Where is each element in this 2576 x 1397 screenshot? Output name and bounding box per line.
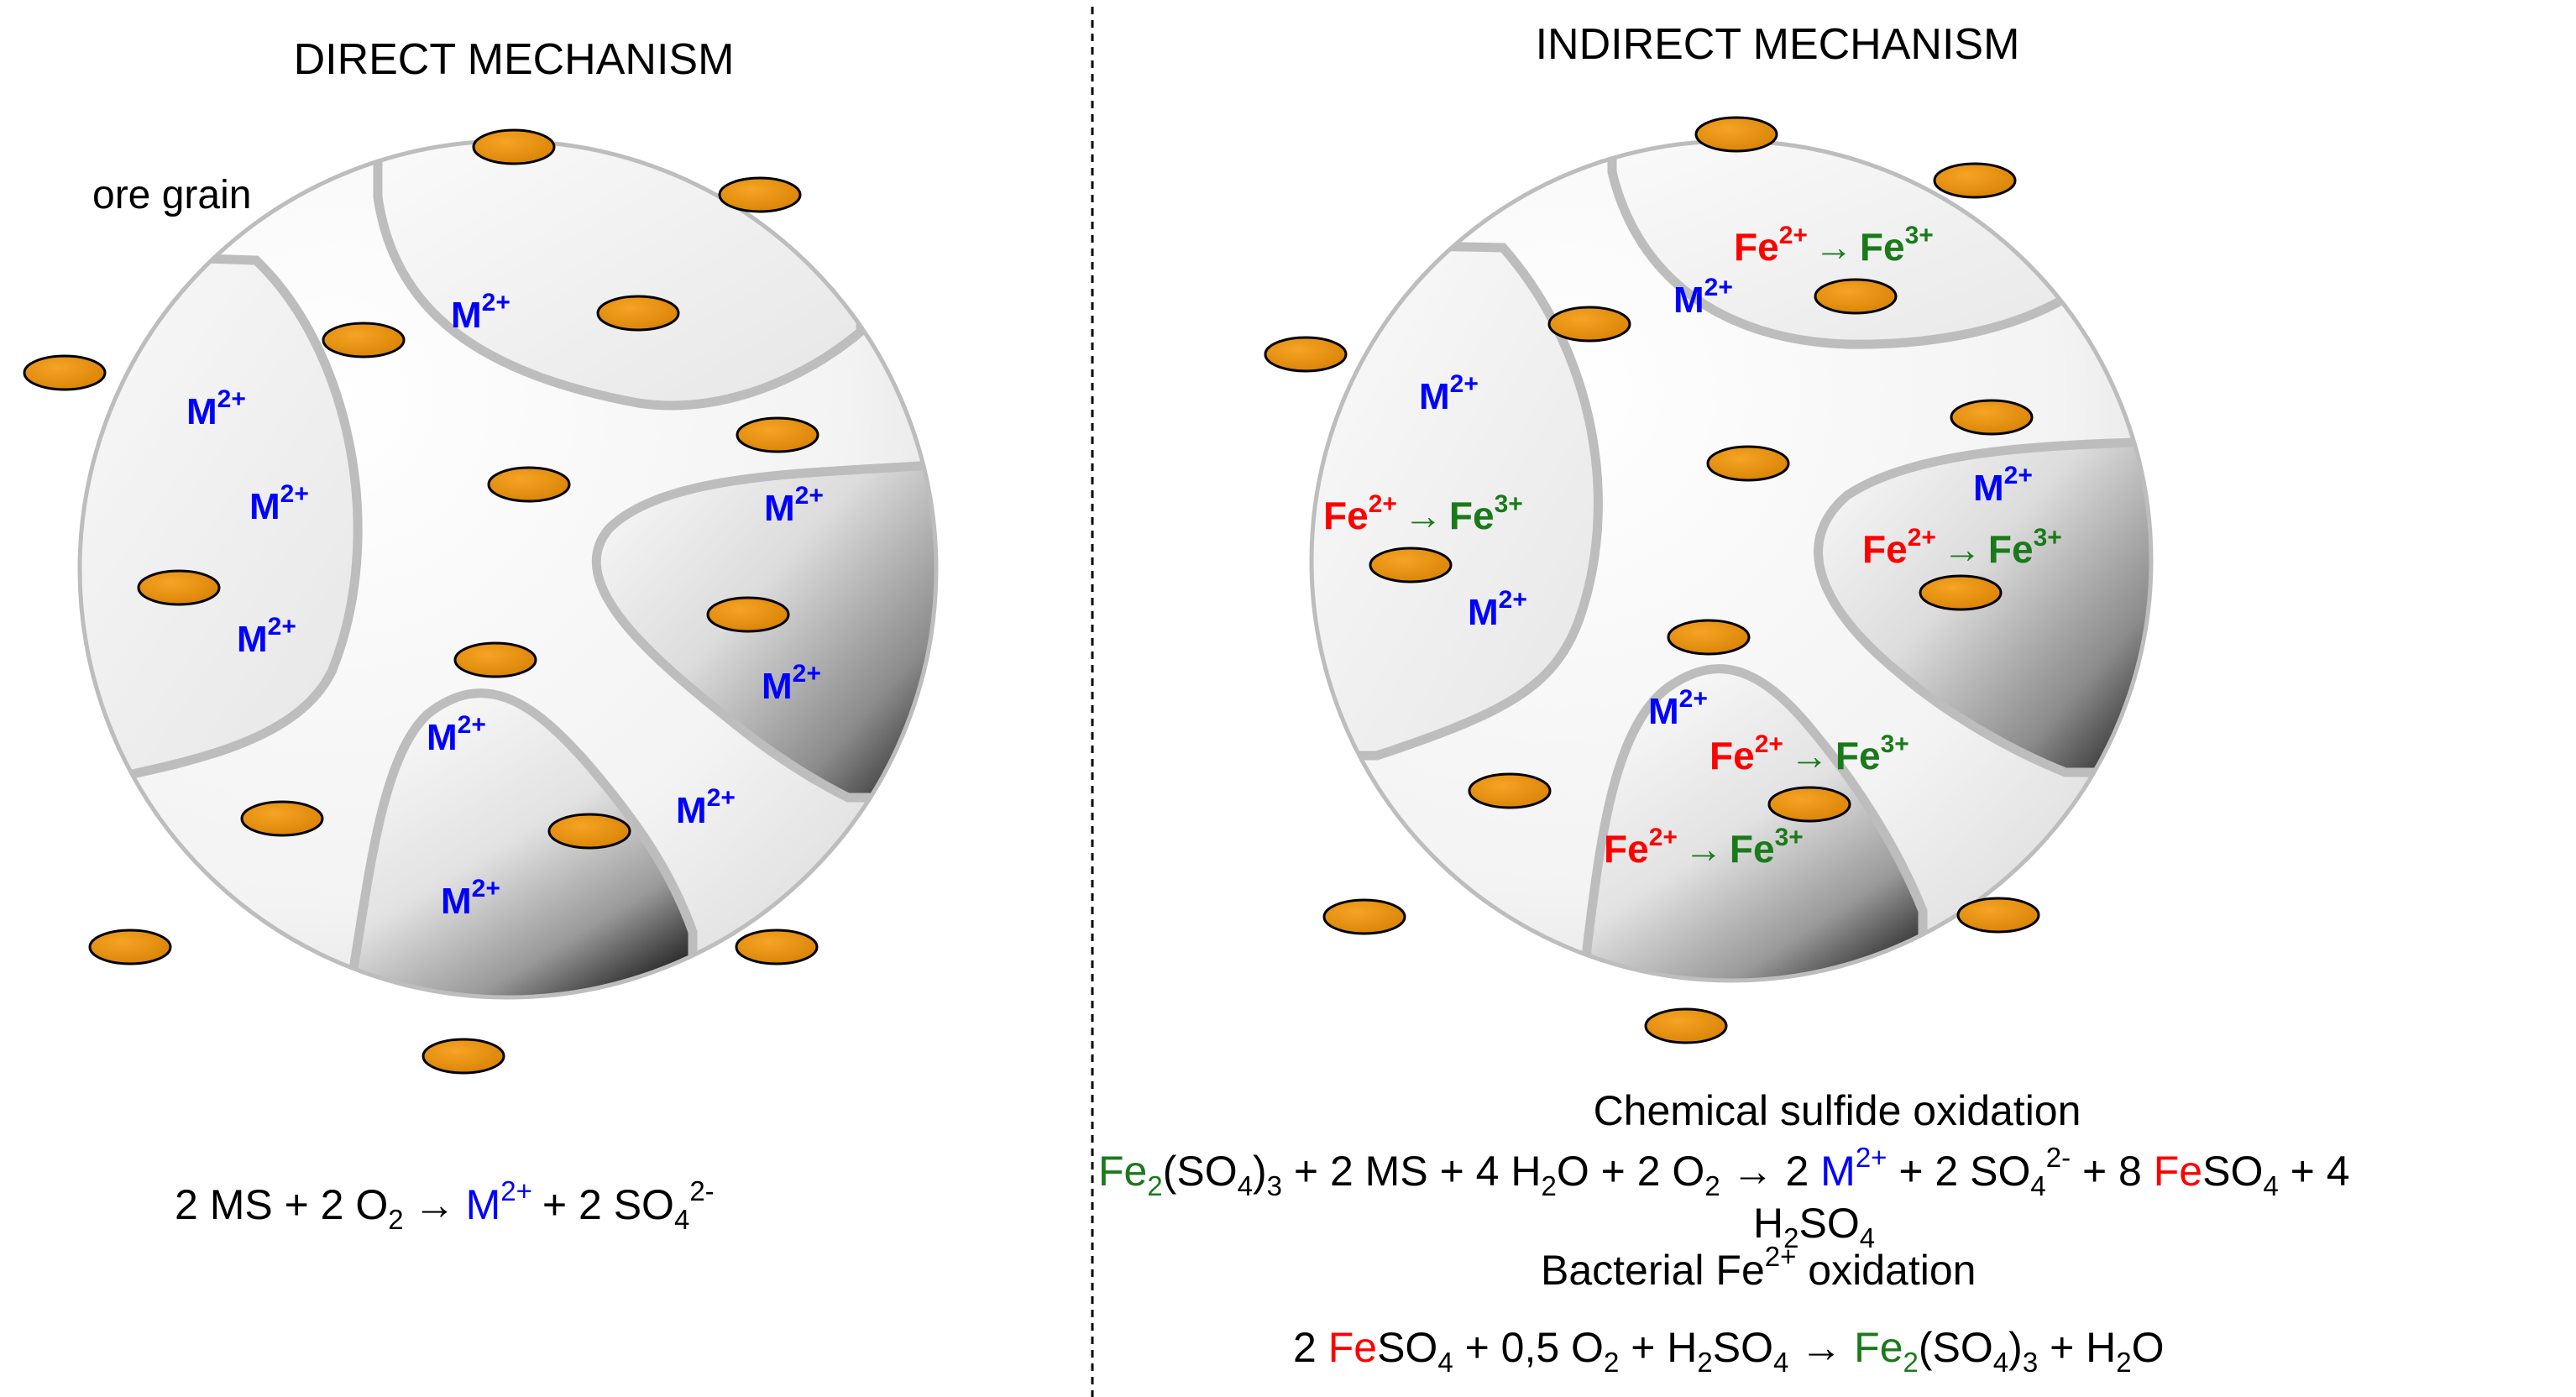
arrow-right-icon: → <box>1684 827 1723 871</box>
bacterium-icon <box>596 295 680 332</box>
arrow-right-icon: → <box>1404 494 1442 537</box>
metal-ion-label: M2+ <box>1973 462 2033 509</box>
bacterium-icon <box>421 1038 505 1075</box>
bacterium-icon <box>1950 399 2034 436</box>
arrow-right-icon: → <box>1814 225 1853 269</box>
metal-ion-label: M2+ <box>1419 370 1479 417</box>
grain-fragment <box>80 247 363 786</box>
ore-grain-left <box>77 139 939 1000</box>
bacterium-icon <box>487 466 571 503</box>
bacterium-icon <box>735 929 819 965</box>
metal-ion-label: M2+ <box>186 385 246 432</box>
metal-ion-label: M2+ <box>1673 274 1733 321</box>
metal-ion-label: M2+ <box>676 784 736 831</box>
bacterium-icon <box>1706 445 1790 482</box>
bacterium-icon <box>1369 547 1453 583</box>
grain-fragment <box>348 688 698 997</box>
iron-oxidation-label: Fe2+→Fe3+ <box>1323 490 1523 537</box>
chemical-oxidation-equation: Fe2(SO4)3 + 2 MS + 4 H2O + 2 O2 → 2 M2+ … <box>1098 1142 2350 1201</box>
iron-oxidation-label: Fe2+→Fe3+ <box>1709 730 1909 777</box>
bacterium-icon <box>718 176 802 213</box>
grain-fragment <box>1312 238 1603 761</box>
iron-oxidation-label: Fe2+→Fe3+ <box>1862 524 2062 571</box>
bacterium-icon <box>472 128 556 165</box>
bacterial-oxidation-equation: 2 FeSO4 + 0,5 O2 + H2SO4 → Fe2(SO4)3 + H… <box>1293 1324 2165 1378</box>
bacterium-icon <box>240 800 324 837</box>
bacterium-icon <box>547 813 631 850</box>
bacterium-icon <box>736 416 819 453</box>
direct-equation: 2 MS + 2 O2→M2++ 2 SO42- <box>175 1175 715 1235</box>
bacterium-icon <box>1919 574 2003 611</box>
bacterium-icon <box>137 569 221 606</box>
arrow-right-icon: → <box>1943 527 1982 571</box>
direct-panel: DIRECT MECHANISM ore grain M2+M2+M2+M2+M… <box>23 35 939 1235</box>
metal-ion-label: M2+ <box>764 482 824 529</box>
iron-oxidation-label: Fe2+→Fe3+ <box>1734 222 1934 269</box>
bacterium-icon <box>1322 898 1406 935</box>
chemical-oxidation-equation-line2: H2SO4 <box>1753 1200 1875 1253</box>
direct-title: DIRECT MECHANISM <box>294 35 735 84</box>
bacteria-indirect <box>1264 116 2040 1044</box>
indirect-title: INDIRECT MECHANISM <box>1536 20 2020 69</box>
metal-ion-label: M2+ <box>249 480 309 527</box>
metal-ions-direct: M2+ M2+ M2+ M2+ M2+ M2+ M2+ M2+ M2+ <box>186 289 824 922</box>
bacterium-icon <box>1956 897 2040 934</box>
grain-fragment <box>1582 664 1928 981</box>
bacterium-icon <box>23 354 107 391</box>
grain-fragment <box>1814 436 2151 777</box>
arrow-right-icon: → 2 <box>1720 1148 1820 1195</box>
bacterium-icon <box>1468 772 1552 809</box>
bacterium-icon <box>1264 336 1348 373</box>
bacterium-icon <box>1933 162 2017 199</box>
iron-oxidation-label: Fe2+→Fe3+ <box>1604 824 1804 871</box>
iron-oxidation-labels: Fe2+→Fe3+ Fe2+→Fe3+ Fe2+→Fe3+ Fe2+→Fe3+ Fe2+… <box>1323 222 2062 871</box>
bacterium-icon <box>1644 1007 1728 1044</box>
arrow-right-icon: → <box>1788 1324 1854 1371</box>
metal-ion-label: M2+ <box>451 289 510 336</box>
metal-ion-label: M2+ <box>762 660 821 707</box>
metal-ion-label: M2+ <box>441 875 500 922</box>
indirect-panel: INDIRECT MECHANISM M2+ M2+ M2+ M2+ M2+ Fe2+→… <box>1098 20 2350 1378</box>
chemical-oxidation-title: Chemical sulfide oxidation <box>1594 1087 2081 1134</box>
bacterium-icon <box>1814 278 1898 315</box>
bacterium-icon <box>453 641 537 678</box>
ore-grain-right <box>1309 139 2154 983</box>
metal-ion-label: M2+ <box>427 711 486 758</box>
bacterial-oxidation-title: Bacterial Fe2+ oxidation <box>1541 1241 1976 1294</box>
bacterium-icon <box>1694 116 1778 153</box>
metal-ion-label: M2+ <box>237 613 296 660</box>
bacterium-icon <box>1767 786 1851 823</box>
arrow-right-icon: → <box>414 1181 456 1228</box>
bacterium-icon <box>88 929 172 965</box>
metal-ion-label: M2+ <box>1468 586 1527 633</box>
arrow-right-icon: → <box>1790 734 1829 777</box>
ore-grain-label: ore grain <box>92 173 251 217</box>
metal-ions-indirect: M2+ M2+ M2+ M2+ M2+ <box>1419 274 2033 732</box>
bacterium-icon <box>706 596 790 633</box>
bacterium-icon <box>1667 619 1751 656</box>
bacterium-icon <box>322 322 406 358</box>
bacterium-icon <box>1547 306 1631 343</box>
grain-fragment <box>591 456 936 803</box>
metal-ion-label: M2+ <box>1648 685 1708 732</box>
bacteria-direct <box>23 128 819 1075</box>
